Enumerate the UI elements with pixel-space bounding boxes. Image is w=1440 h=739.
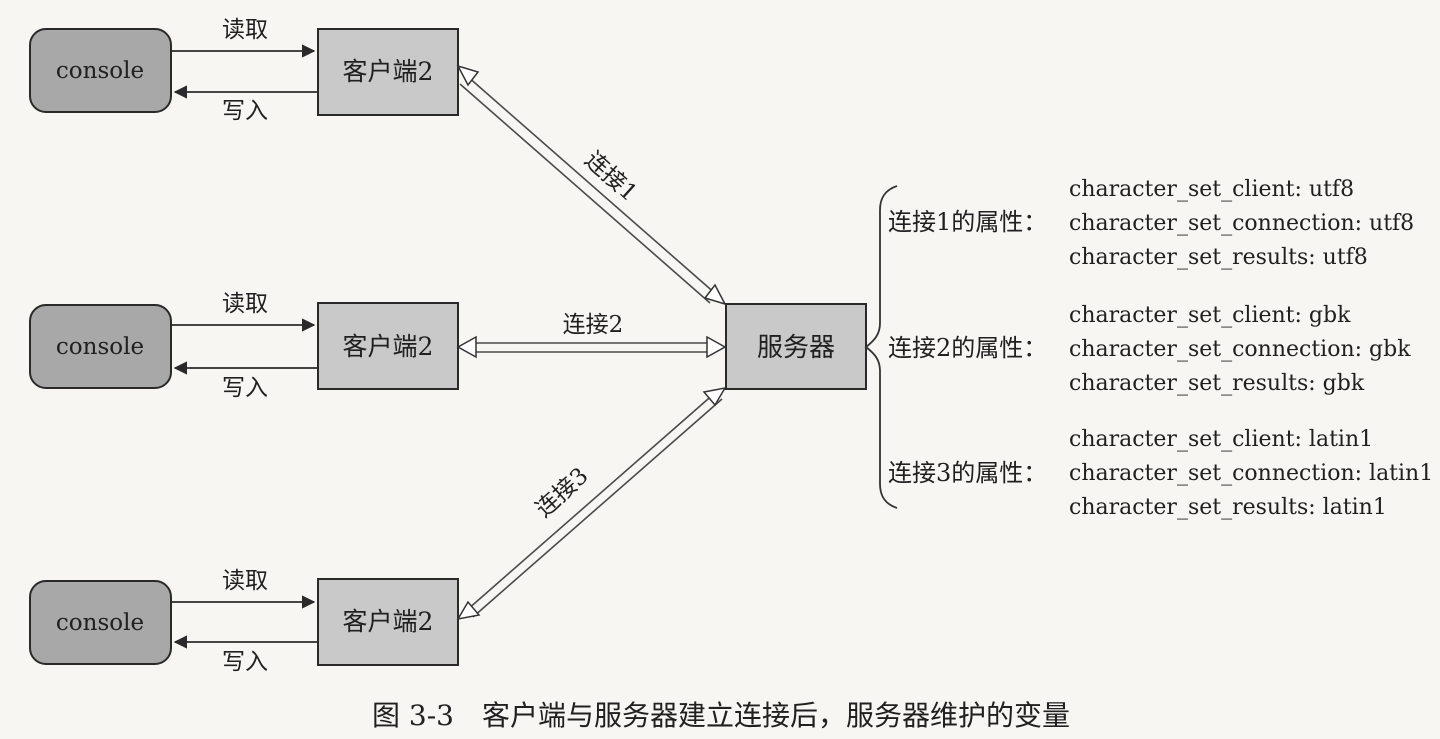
server-label: 服务器: [757, 333, 835, 363]
read-label-1: 读取: [222, 17, 268, 43]
connection-3-arrowhead-end: [702, 386, 727, 407]
connection-2-arrowhead-start: [456, 335, 477, 359]
connection-2-label: 连接2: [563, 312, 624, 338]
property-3-connection: character_set_connection: latin1: [1069, 461, 1433, 486]
property-1-results: character_set_results: utf8: [1069, 245, 1368, 270]
client-box-2: [317, 302, 459, 390]
read-label-2: 读取: [222, 291, 268, 317]
property-2-client: character_set_client: gbk: [1069, 303, 1351, 328]
property-group-2-label: 连接2的属性：: [888, 334, 1047, 362]
connection-1-line-a: [466, 75, 718, 296]
client-box-1: [317, 28, 459, 116]
console-box-3: [29, 580, 172, 665]
console-box-1: [29, 28, 172, 113]
client-label-3: 客户端2: [343, 607, 434, 636]
property-group-3-label: 连接3的属性：: [888, 459, 1047, 487]
figure-caption: 图 3-3 客户端与服务器建立连接后，服务器维护的变量: [372, 699, 1070, 732]
console-label-3: console: [56, 610, 144, 636]
connection-3-line-a: [466, 391, 717, 611]
console-label-1: console: [56, 58, 144, 84]
connection-1-line-b: [459, 83, 711, 304]
connection-3-line-b: [472, 398, 723, 618]
connection-2-arrowhead-end: [706, 335, 727, 359]
property-3-results: character_set_results: latin1: [1069, 495, 1387, 520]
property-2-connection: character_set_connection: gbk: [1069, 337, 1411, 362]
property-3-client: character_set_client: latin1: [1069, 427, 1373, 452]
property-group-1-label: 连接1的属性：: [888, 208, 1047, 236]
property-2-results: character_set_results: gbk: [1069, 371, 1365, 396]
console-box-2: [29, 304, 172, 389]
write-label-1: 写入: [222, 98, 268, 124]
connection-3-arrowhead-start: [456, 600, 481, 621]
console-label-2: console: [56, 334, 144, 360]
client-box-3: [317, 578, 459, 666]
read-label-3: 读取: [222, 568, 268, 594]
client-label-1: 客户端2: [343, 57, 434, 86]
client-label-2: 客户端2: [343, 332, 434, 361]
server-box: [725, 303, 867, 390]
property-1-connection: character_set_connection: utf8: [1069, 211, 1414, 236]
properties-brace: [864, 185, 898, 509]
property-1-client: character_set_client: utf8: [1069, 177, 1354, 202]
connection-3-label: 连接3: [531, 463, 593, 523]
connection-1-arrowhead-end: [703, 283, 727, 306]
write-label-3: 写入: [222, 649, 268, 675]
write-label-2: 写入: [222, 375, 268, 401]
connection-1-arrowhead-start: [456, 64, 480, 87]
